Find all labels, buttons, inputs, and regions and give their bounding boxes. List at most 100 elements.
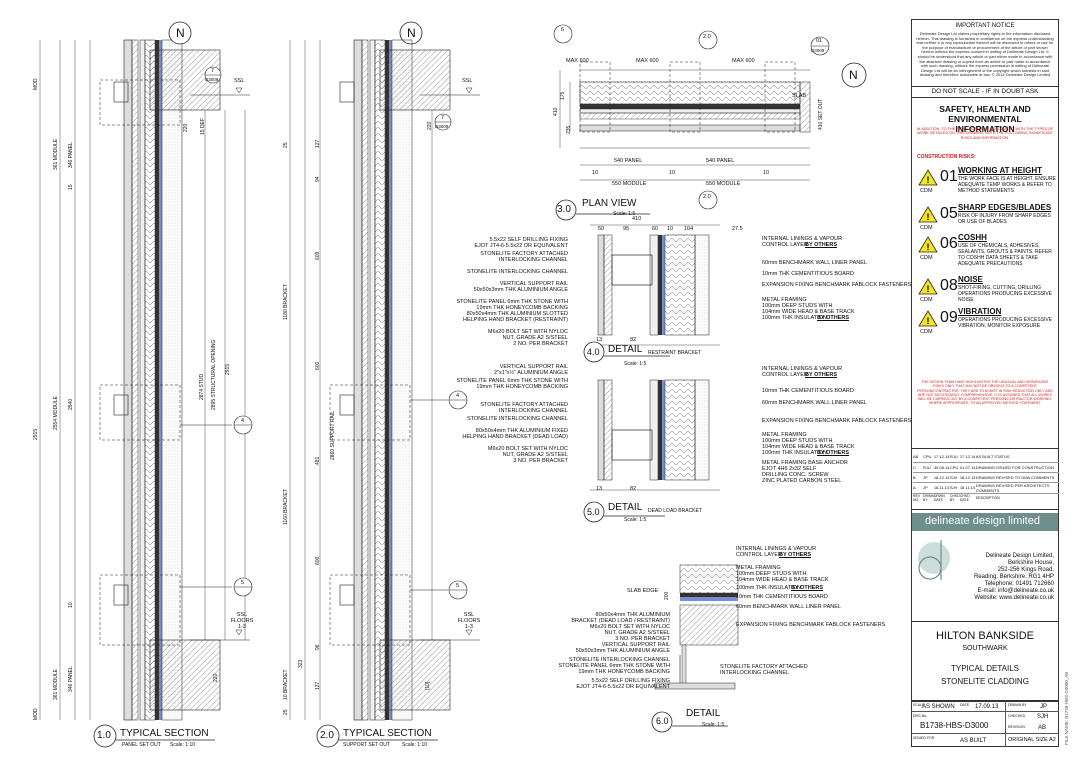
project-location: SOUTHWARK [962, 645, 1008, 652]
d6-label-10: 5.5x22 SELF DRILLING FIXING [591, 678, 670, 684]
d5-label-6: STONELITE INTERLOCKING CHANNEL [466, 416, 568, 422]
d5-rlabel-13: DRILLING CONC. SCREW [762, 472, 829, 478]
section-1-number-circle [93, 724, 117, 748]
hazard-num: 06 [940, 235, 958, 252]
company-address: Delineate Design Limited, Berkshire Hous… [948, 553, 1054, 602]
warning-triangle-icon: ! [918, 169, 938, 186]
plan-slab: SLAB [792, 93, 807, 99]
d6-slab-edge: SLAB EDGE [627, 588, 659, 594]
callout-4-label-b: 4 [456, 393, 460, 399]
d5-label-4: STONELITE FACTORY ATTACHED [480, 402, 568, 408]
detail-6-drawing [654, 564, 739, 690]
plan-dim-max600-1: MAX 600 [566, 58, 589, 64]
d5-label-9: M6x20 BOLT SET WITH NYLOC [487, 446, 568, 452]
d6-label-6: 50x50x3mm THK ALUMINIUM ANGLE [575, 648, 670, 654]
d5-label-3: 19mm THK HONEYCOMB BACKING [476, 384, 568, 390]
d4-right-labels: INTERNAL LININGS & VAPOUR CONTROL LAYER … [762, 236, 912, 321]
s2-dim-220: 220 [427, 121, 433, 130]
section-2-scale: Scale: 1:10 [402, 742, 428, 748]
scale-value: AS SHOWN [922, 704, 955, 710]
rev-cell: 18.11.13 [933, 482, 950, 494]
hazard-title: VIBRATION [958, 307, 1002, 316]
d4-rlabel-10: BY OTHERS [817, 315, 849, 321]
s2-dim-25-bottom: 25 [283, 709, 289, 715]
date-label: DATE [960, 703, 970, 707]
hazard-item: ! CDM 01 WORKING AT HEIGHT THE WORK FACE… [916, 165, 1056, 203]
rev-cell: 17.12.14 [933, 452, 950, 463]
d4-label-2: STONELITE FACTORY ATTACHED [480, 251, 568, 257]
d4-rlabel-3: 60mm BENCHMARK WALL LINER PANEL [762, 260, 867, 266]
svg-text:!: ! [927, 284, 930, 294]
d5-number: 5.0 [587, 507, 600, 517]
section-2-subtitle: SUPPORT SET OUT [343, 742, 390, 748]
d4-label-9: 80x50x4mm THK ALUMINIUM SLOTTED [466, 311, 568, 317]
s2-dim-127-top: 127 [315, 139, 321, 148]
hazard-num: 05 [940, 205, 958, 222]
d6-label-5: VERTICAL SUPPORT RAIL [601, 642, 670, 648]
safety-text: IN ADDITION, TO THE RISKS NORMALLY ASSOC… [916, 127, 1054, 140]
rev-cell: A [913, 482, 923, 494]
d5-left-labels: VERTICAL SUPPORT RAIL 2"x1"x½" ALUMINIUM… [420, 364, 568, 464]
rev-header: REV NO. [913, 494, 921, 503]
d4-label-3: INTERLOCKING CHANNEL [498, 257, 568, 263]
d4-rlabel-1: CONTROL LAYER [762, 242, 808, 248]
plan-dim-max600-2: MAX 600 [636, 58, 659, 64]
d4-dim-410: 410 [632, 216, 642, 222]
d4-rlabel-8: 104mm WIDE HEAD & BASE TRACK [762, 309, 855, 315]
drg-value: B1738-HBS-D3000 [920, 721, 989, 730]
d5-rlabel-7: 100mm DEEP STUDS WITH [762, 438, 833, 444]
hazard-num: 09 [940, 309, 958, 326]
d5-rlabel-4: 60mm BENCHMARK WALL LINER PANEL [762, 400, 867, 406]
revision-label: REVISION [1008, 725, 1025, 729]
notice-title: IMPORTANT NOTICE [955, 23, 1015, 29]
s1-dim-15def: 15 DEF [200, 118, 206, 135]
s1-dim-346-top: 346 PANEL [68, 142, 74, 168]
hazard-title: COSHH [958, 233, 987, 242]
ssl-label-2: SSL [462, 78, 473, 84]
rev-header: DRWN DATE [933, 494, 945, 503]
d4-dim-27: 27.5 [732, 226, 743, 232]
rev-cell: CPU [923, 452, 934, 463]
d5-label-1: 2"x1"x½" ALUMINIUM ANGLE [493, 370, 568, 376]
callout-4-label: 4 [241, 418, 245, 424]
d6-rlabel-7: BY OTHERS [791, 585, 823, 591]
rev-cell: 01.07.14 [959, 462, 976, 473]
d6-rlabel-2: BY OTHERS [779, 552, 811, 558]
d6-label-9: 19mm THK HONEYCOMB BACKING [578, 669, 670, 675]
s2-dim-1180: 1180 BRACKET [283, 284, 289, 320]
d5-rlabel-1: CONTROL LAYER [762, 372, 808, 378]
s2-dim-25-top: 25 [283, 142, 289, 148]
s1-dim-2895: 2895 STRUCTURAL OPENING [211, 339, 217, 410]
s1-dim-2915-mid: 2915 [225, 363, 231, 375]
section-2-title: TYPICAL SECTION [343, 728, 432, 739]
d6-rlabel-10: EXPANSION FIXING BENCHMARK FABLOCK FASTE… [736, 622, 886, 628]
svg-text:!: ! [927, 212, 930, 222]
s2-dim-2860: 2860 SUPPORT RAIL [330, 410, 336, 460]
sections-drawing [39, 21, 480, 748]
rev-cell: 18.12.13 [959, 472, 976, 483]
d4-rlabel-7: 100mm DEEP STUDS WITH [762, 303, 833, 309]
section-1-number: 1.0 [97, 730, 111, 741]
d5-subtitle: DEAD LOAD BRACKET [648, 508, 702, 514]
rev-cell: DRAWING REVISED TO DMA COMMENTS [975, 472, 1059, 483]
plan-set-out: 410 SET OUT [818, 98, 824, 130]
date-value: 17.09.13 [975, 704, 999, 710]
project-box [911, 621, 1059, 701]
north-marker-1 [168, 21, 192, 45]
callout-5-label-b: 5 [456, 583, 460, 589]
hazard-cdm: CDM [920, 225, 933, 231]
d5-rlabel-10: BY OTHERS [817, 450, 849, 456]
rev-cell: AS BUILT STATUS [975, 452, 1059, 463]
checked-label: CHECKED [1008, 714, 1026, 718]
d4-title: DETAIL [608, 344, 643, 355]
d5-rlabel-6: METAL FRAMING [762, 432, 807, 438]
svg-text:!: ! [927, 175, 930, 185]
s1-dim-2874: 2874 STUD [199, 373, 205, 400]
d5-label-11: 3 NO. PER BRACKET [513, 458, 568, 464]
d6-rlabel-3: METAL FRAMING [736, 565, 781, 571]
address-line: Telephone: 01491 712660 [984, 581, 1054, 587]
rev-cell: 18.11.13 [959, 482, 976, 494]
rev-cell: JP [923, 482, 934, 494]
d4-label-4: STONELITE INTERLOCKING CHANNEL [466, 269, 568, 275]
d6-rlabel-9: 60mm BENCHMARK WALL LINER PANEL [736, 604, 841, 610]
